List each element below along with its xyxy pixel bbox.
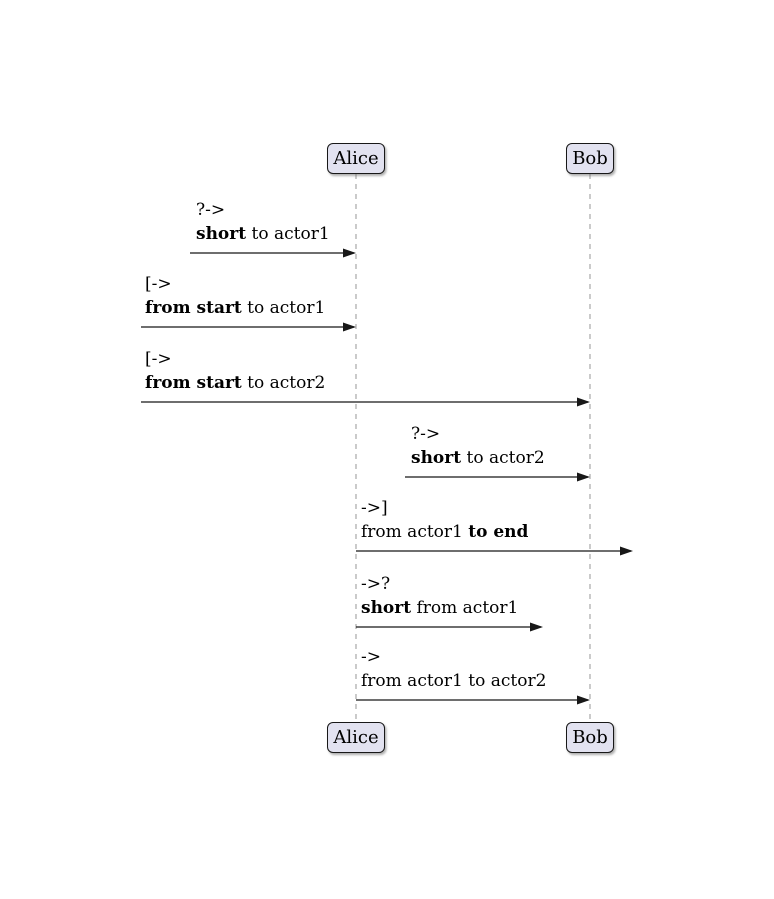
message-arrowhead-icon-4 <box>577 472 590 482</box>
message-label: from actor1 to actor2 <box>361 671 546 691</box>
message-syntax-label: ?-> <box>196 200 226 220</box>
label-bold-segment: short <box>196 224 247 244</box>
actor-box-top-bob: Bob <box>566 143 614 174</box>
message-arrowhead-icon-1 <box>343 248 356 258</box>
message-label: short from actor1 <box>361 598 518 618</box>
label-bold-segment: short <box>361 598 412 618</box>
message-syntax-label: ->? <box>361 574 391 594</box>
actor-name: Bob <box>572 727 608 748</box>
actor-box-bottom-bob: Bob <box>566 722 614 753</box>
message-label: from start to actor2 <box>145 373 325 393</box>
message-syntax-label: ?-> <box>411 424 441 444</box>
actor-name: Bob <box>572 148 608 169</box>
message-label: short to actor2 <box>411 448 545 468</box>
actor-box-bottom-alice: Alice <box>327 722 385 753</box>
label-segment: from actor1 to actor2 <box>361 671 547 691</box>
message-arrowhead-icon-6 <box>530 622 543 632</box>
label-segment: to actor2 <box>241 373 326 393</box>
message-arrowhead-icon-5 <box>620 546 633 556</box>
label-segment: to actor1 <box>246 224 330 244</box>
label-bold-segment: from start <box>145 373 242 393</box>
message-syntax-label: -> <box>361 647 381 667</box>
message-label: from actor1 to end <box>361 522 528 542</box>
message-syntax-label: [-> <box>145 349 172 369</box>
message-syntax-label: ->] <box>361 498 388 518</box>
message-syntax-label: [-> <box>145 274 172 294</box>
label-segment: to actor1 <box>241 298 326 318</box>
message-arrowhead-icon-7 <box>577 695 590 705</box>
label-segment: to actor2 <box>461 448 545 468</box>
message-label: short to actor1 <box>196 224 330 244</box>
label-bold-segment: to end <box>468 522 529 542</box>
label-segment: from actor1 <box>411 598 519 618</box>
label-bold-segment: from start <box>145 298 242 318</box>
actor-box-top-alice: Alice <box>327 143 385 174</box>
message-arrowhead-icon-3 <box>577 397 590 407</box>
label-segment: from actor1 <box>361 522 469 542</box>
message-label: from start to actor1 <box>145 298 325 318</box>
actor-name: Alice <box>333 148 379 169</box>
actor-name: Alice <box>333 727 379 748</box>
message-arrowhead-icon-2 <box>343 322 356 332</box>
label-bold-segment: short <box>411 448 462 468</box>
